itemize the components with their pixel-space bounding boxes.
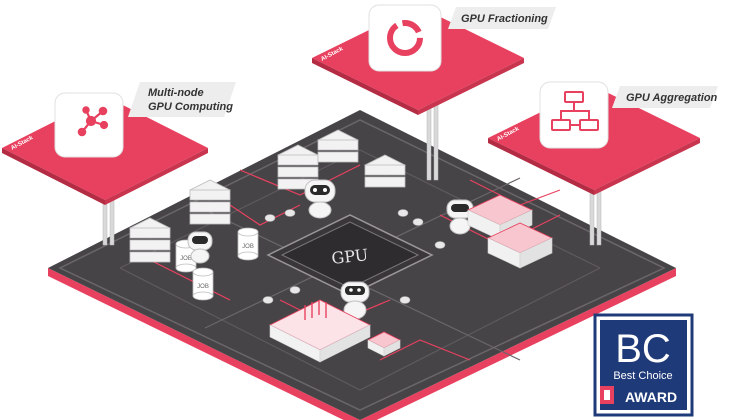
- panel-fractioning: AI-Stack GPU Fractioning: [312, 4, 556, 115]
- job-cylinders: JOB JOB JOB: [175, 227, 259, 301]
- job-label: JOB: [180, 256, 192, 262]
- server-stack-top: [277, 129, 406, 190]
- connector-nodes: [262, 209, 446, 304]
- robot-mascots: [187, 179, 474, 320]
- job-label: JOB: [242, 244, 254, 250]
- multi-node-label-line1: Multi-node: [148, 87, 204, 99]
- network-nodes-icon: [77, 106, 109, 137]
- panel-aggregation: AI-Stack GPU Aggregation: [488, 81, 718, 195]
- award-subtitle: Best Choice: [613, 370, 672, 382]
- gpu-chip-label: GPU: [331, 245, 370, 268]
- panel-multi-node: AI-Stack Multi-node GPU Computing: [2, 82, 236, 205]
- robot-left: [187, 231, 213, 264]
- multi-node-label-line2: GPU Computing: [148, 101, 233, 113]
- gpu-tray-bottom: [269, 299, 401, 363]
- robot-top: [304, 179, 336, 219]
- server-stack-left: [129, 179, 231, 263]
- gpu-cluster-right: [467, 194, 553, 269]
- best-choice-award-badge: BC Best Choice AWARD: [593, 313, 694, 417]
- fractioning-label: GPU Fractioning: [461, 13, 548, 25]
- gpu-chip: GPU: [266, 214, 434, 296]
- aggregation-label: GPU Aggregation: [626, 92, 718, 104]
- flowchart-icon: [551, 91, 599, 131]
- job-label: JOB: [197, 284, 209, 290]
- award-letters: BC: [615, 327, 671, 371]
- donut-chart-icon: [387, 20, 423, 56]
- award-word: AWARD: [625, 389, 677, 405]
